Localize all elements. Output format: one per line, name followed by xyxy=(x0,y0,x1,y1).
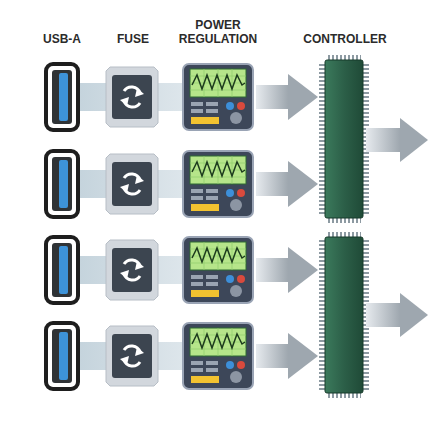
row-2 xyxy=(46,151,318,217)
controller-chip xyxy=(319,232,369,398)
row-1 xyxy=(46,64,318,130)
column-header: USB-A xyxy=(32,32,92,46)
row-4 xyxy=(46,323,318,389)
column-header: POWER REGULATION xyxy=(170,18,266,46)
output-arrow xyxy=(366,118,428,162)
output-arrow xyxy=(366,293,428,337)
controller-chip xyxy=(319,55,369,223)
row-3 xyxy=(46,237,318,303)
column-header: FUSE xyxy=(103,32,163,46)
column-header: CONTROLLER xyxy=(295,32,395,46)
